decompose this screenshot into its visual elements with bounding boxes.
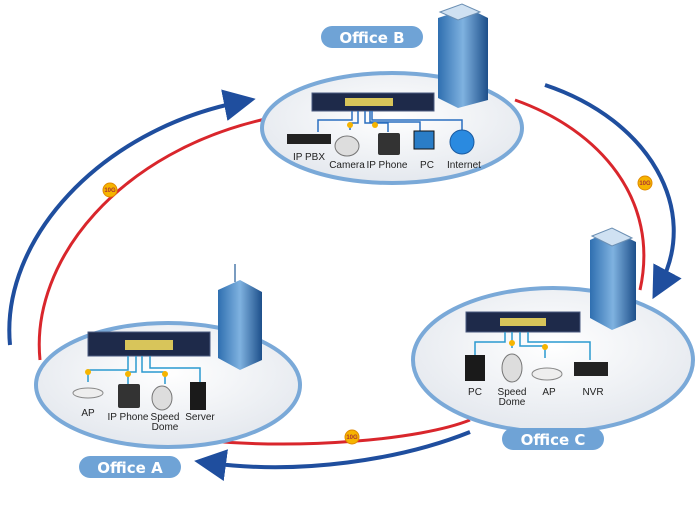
speed-dome-icon — [501, 353, 523, 383]
device-label: IP PBX — [293, 152, 325, 163]
office-c: PC Speed Dome AP NVR Office C — [411, 227, 695, 450]
speed-badge: 10G — [102, 182, 118, 198]
link-b-c — [514, 98, 646, 291]
speed-dome-icon — [151, 385, 173, 411]
office-a: AP IP Phone Speed Dome Server Office A — [34, 264, 302, 478]
traffic-arrows — [7, 83, 682, 481]
device-label: AP — [81, 408, 95, 419]
link-a-b — [37, 116, 271, 361]
svg-text:10G: 10G — [346, 435, 358, 441]
office-label-b — [321, 26, 423, 48]
building-icon — [438, 3, 488, 108]
device-label: PC — [468, 387, 482, 398]
speed-badge: 10G — [344, 429, 360, 445]
office-label-a — [79, 456, 181, 478]
building-icon — [590, 227, 636, 330]
access-point-icon — [531, 367, 563, 381]
svg-text:Office C: Office C — [521, 431, 586, 449]
device-label: Camera — [329, 160, 365, 171]
device-label: NVR — [582, 387, 603, 398]
nvr-icon — [574, 362, 608, 376]
poe-indicator — [85, 122, 548, 377]
device-label: Dome — [499, 397, 526, 408]
device-label: Internet — [447, 160, 481, 171]
svg-text:10G: 10G — [639, 181, 651, 187]
access-point-icon — [72, 387, 104, 399]
svg-text:Office B: Office B — [339, 29, 404, 47]
device-label: AP — [542, 387, 556, 398]
arrow-a-to-b — [7, 89, 256, 346]
device-label: Dome — [152, 422, 179, 433]
device-label: IP Phone — [367, 160, 408, 171]
server-icon — [190, 382, 206, 410]
svg-text:Office A: Office A — [97, 459, 163, 477]
ip-phone-icon — [118, 384, 140, 408]
pc-icon — [413, 130, 435, 150]
camera-icon — [334, 135, 360, 157]
ip-pbx-icon — [287, 134, 331, 144]
speed-badge: 10G — [637, 175, 653, 191]
device-label: Speed — [151, 412, 180, 423]
office-b: IP PBX Camera IP Phone PC Internet Offic… — [260, 3, 524, 185]
pc-icon — [465, 355, 485, 381]
device-label: IP Phone — [108, 412, 149, 423]
svg-text:10G: 10G — [104, 188, 116, 194]
device-label: Server — [185, 412, 215, 423]
office-label-c — [502, 428, 604, 450]
building-icon — [218, 264, 262, 370]
arrow-b-to-c — [544, 83, 682, 300]
arrow-c-to-a — [194, 430, 471, 481]
ip-phone-icon — [378, 133, 400, 155]
device-label: Speed — [498, 387, 527, 398]
device-label: PC — [420, 160, 434, 171]
internet-globe-icon — [449, 129, 475, 155]
